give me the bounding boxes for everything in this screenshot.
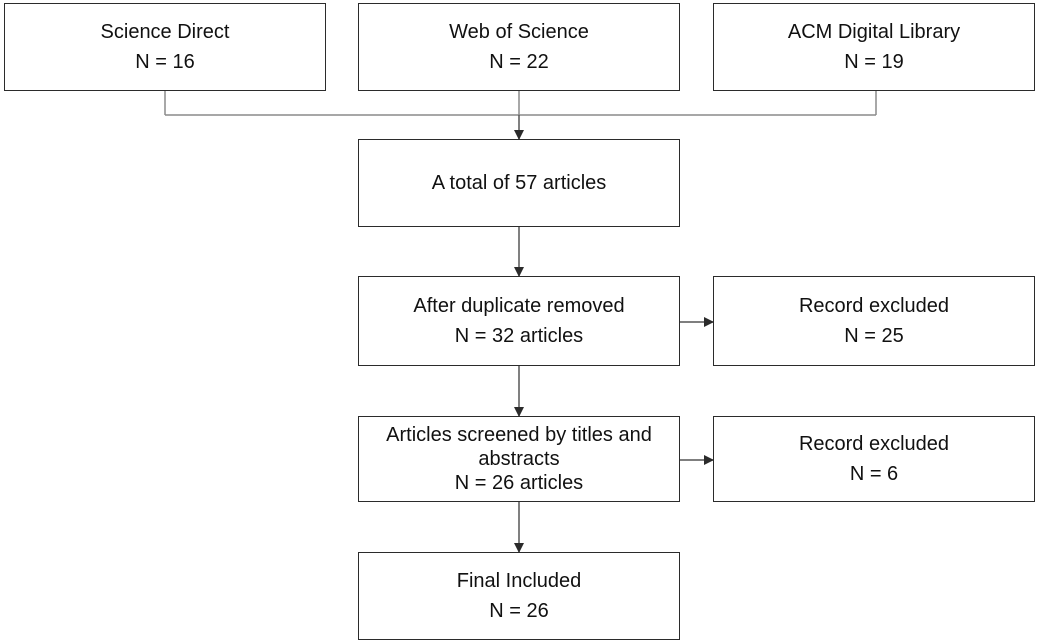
excluded-count: N = 6: [849, 463, 899, 485]
screened-label-line1: Articles screened by titles and: [386, 424, 652, 446]
source-box-acm-digital-library: ACM Digital Library N = 19: [713, 3, 1035, 91]
dedup-count: N = 32 articles: [454, 325, 584, 347]
total-box: A total of 57 articles: [358, 139, 680, 227]
dedup-label: After duplicate removed: [413, 295, 625, 317]
screened-label-line2: abstracts: [478, 448, 560, 470]
final-count: N = 26: [489, 600, 549, 622]
final-label: Final Included: [456, 570, 582, 592]
source-box-science-direct: Science Direct N = 16: [4, 3, 326, 91]
screened-box: Articles screened by titles and abstract…: [358, 416, 680, 502]
excluded-label: Record excluded: [798, 433, 950, 455]
excluded-box-2: Record excluded N = 6: [713, 416, 1035, 502]
source-count: N = 16: [135, 51, 195, 73]
source-box-web-of-science: Web of Science N = 22: [358, 3, 680, 91]
total-text: A total of 57 articles: [431, 172, 607, 194]
source-count: N = 22: [489, 51, 549, 73]
source-count: N = 19: [844, 51, 904, 73]
source-name: Science Direct: [100, 21, 230, 43]
excluded-label: Record excluded: [798, 295, 950, 317]
excluded-box-1: Record excluded N = 25: [713, 276, 1035, 366]
excluded-count: N = 25: [844, 325, 904, 347]
source-name: Web of Science: [449, 21, 589, 43]
final-box: Final Included N = 26: [358, 552, 680, 640]
screened-count: N = 26 articles: [454, 472, 584, 494]
source-name: ACM Digital Library: [787, 21, 961, 43]
dedup-box: After duplicate removed N = 32 articles: [358, 276, 680, 366]
